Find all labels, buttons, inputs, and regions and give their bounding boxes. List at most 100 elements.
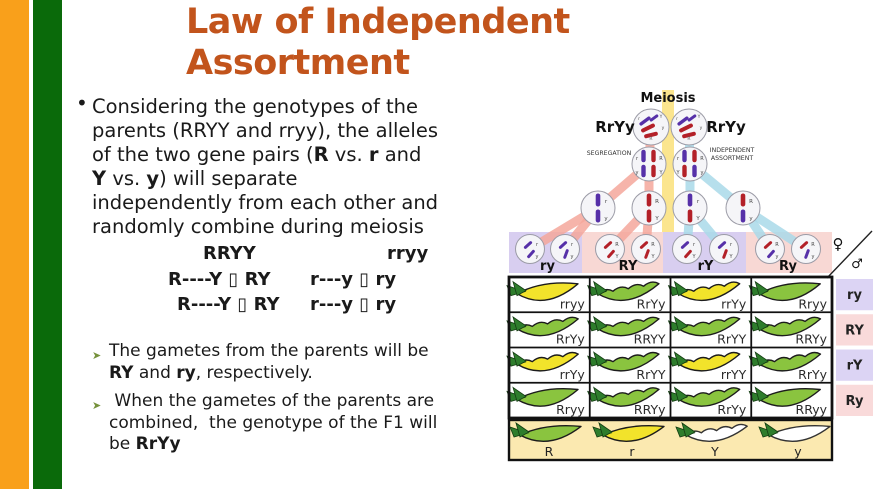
gamete-column-label: Ry	[779, 259, 797, 274]
pod-stem	[515, 422, 530, 438]
row-header-label: ry	[847, 288, 862, 303]
chromosome-rod	[646, 193, 652, 207]
chromosome-rod	[639, 116, 651, 126]
diagram-text: r	[571, 242, 574, 248]
flag-stripe-orange	[0, 0, 29, 489]
chromosome-rod	[687, 193, 693, 207]
chromosome-rod	[722, 249, 728, 259]
pod-stem	[598, 422, 613, 438]
chromosome-rod	[682, 164, 687, 178]
diagram-text: R	[775, 242, 779, 248]
pea-pod	[677, 387, 741, 407]
chromosome-rod	[682, 149, 687, 163]
chromosome-rod	[692, 149, 697, 163]
pea-pod	[516, 388, 579, 407]
genotype-label: RrYY	[717, 332, 746, 347]
title-line-1: Law of Independent	[186, 2, 570, 42]
text-line: independently from each other and	[92, 191, 439, 214]
diagram-text: r	[677, 156, 680, 162]
diagram-text: R	[651, 242, 655, 248]
segregation-label: SEGREGATION	[587, 150, 632, 157]
chromosome-rod	[646, 209, 652, 223]
diagram-text: Y	[658, 170, 663, 176]
row-header-label: RY	[845, 323, 864, 338]
diagram-text: y	[701, 170, 704, 176]
chromosome-rod	[641, 149, 646, 163]
chromosome-rod	[639, 241, 649, 249]
pod-stem	[673, 315, 689, 332]
genotype-label: rrYy	[721, 296, 747, 311]
pod-stem	[754, 351, 770, 367]
formula-row: R----Y ▯ RY r---y ▯ ry	[91, 294, 503, 320]
chromosome-rod	[687, 209, 693, 223]
chromosome-rod	[680, 241, 690, 249]
parent-genotype-right: rryy	[387, 243, 429, 264]
diagram-text: Y	[728, 254, 733, 260]
cell-circle	[672, 146, 708, 182]
pod-stem	[673, 280, 689, 297]
chromosome-rod	[651, 164, 656, 178]
genotype-label: Rryy	[798, 296, 827, 311]
diagram-text: y	[636, 170, 639, 176]
pod-stem	[681, 422, 696, 438]
chromosome-rod	[641, 164, 646, 178]
meiosis-title: Meiosis	[640, 91, 695, 106]
parent-genotype-label: RrYy	[706, 118, 746, 136]
genotype-label: Rryy	[556, 402, 585, 417]
chromosome-rod	[679, 123, 693, 133]
pea-pod	[516, 282, 579, 301]
gamete-formula-left: R----Y ▯ RY	[177, 294, 280, 315]
pod-stem	[673, 386, 689, 402]
arrow-bullet-icon: ➤	[92, 349, 102, 362]
row-header-label: Ry	[846, 394, 864, 409]
genotype-label: RrYy	[556, 332, 585, 347]
diagram-text: r	[676, 116, 678, 122]
legend-box	[507, 418, 834, 462]
genotype-label: RrYy	[798, 367, 827, 382]
chromosome-rod	[563, 249, 569, 259]
text-line: of the two gene pairs (R vs. r and	[92, 143, 422, 166]
pod-stem	[593, 386, 608, 402]
gamete-formula-right: r---y ▯ ry	[310, 294, 397, 315]
genotype-label: RRYY	[634, 332, 666, 347]
genotype-label: rrYy	[560, 367, 586, 382]
diagram-text: R	[700, 156, 704, 162]
diagram-text: y	[662, 126, 665, 131]
pod-stem	[764, 422, 779, 438]
diagram-text: R	[811, 242, 815, 248]
pea-pod	[758, 351, 822, 372]
diagram-text: y	[700, 126, 703, 131]
pea-pod	[516, 351, 579, 372]
chromosome-rod	[641, 123, 655, 133]
cell-circle	[709, 234, 739, 264]
cell-circle	[672, 190, 708, 226]
chromosome-rod	[558, 241, 568, 249]
punnett-diagonal	[826, 230, 873, 279]
bullet-dot: •	[76, 91, 88, 115]
text-line: Y vs. y) will separate	[92, 167, 298, 190]
pod-stem	[593, 315, 608, 332]
pea-pod	[758, 388, 821, 407]
row-header	[836, 279, 873, 311]
diagram-text: Y	[675, 170, 680, 176]
text-line: combined, the genotype of the F1 will	[109, 412, 438, 433]
cell-circle	[595, 234, 625, 264]
diagram-text: y	[812, 254, 815, 260]
cell-circle	[755, 234, 785, 264]
pea-pod	[758, 316, 822, 337]
gamete-formula-left: R----Y ▯ RY	[168, 268, 271, 290]
genotype-label: RRYy	[795, 332, 827, 347]
legend-label: Y	[710, 444, 719, 459]
legend-label: r	[629, 444, 635, 459]
legend-label: R	[545, 444, 554, 459]
chromosome-rod	[649, 114, 659, 122]
diagram-text: R	[615, 242, 619, 248]
chromosome-rod	[644, 249, 650, 259]
diagram-text: r	[636, 156, 639, 162]
text-line: The gametes from the parents will be	[109, 341, 429, 361]
